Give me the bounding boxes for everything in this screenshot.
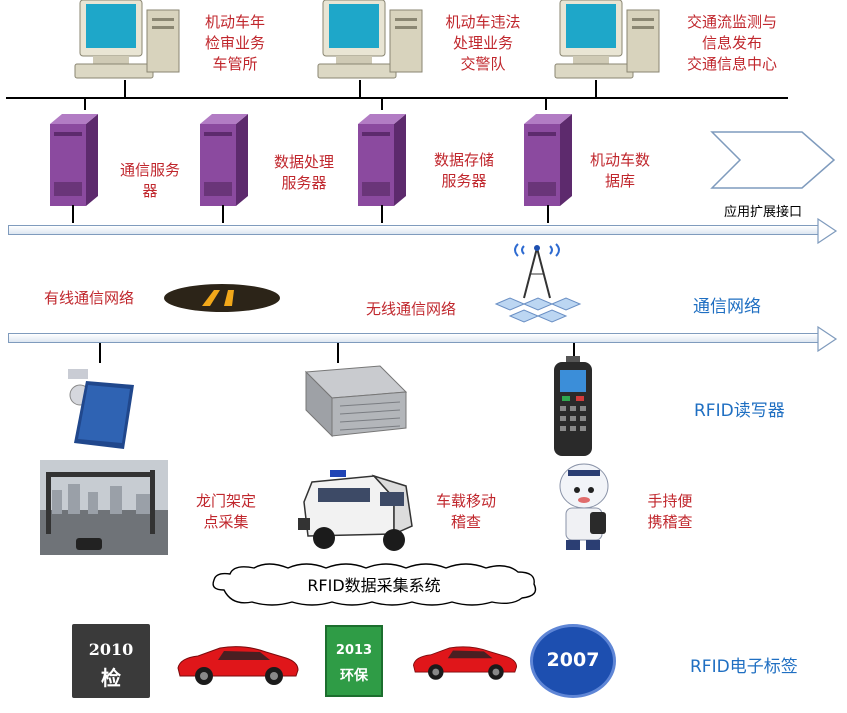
server-label: 数据存储 服务器 (433, 151, 494, 190)
red-car-icon (177, 646, 299, 685)
wired-network-label: 有线通信网络 (44, 289, 135, 307)
server-icon (200, 114, 248, 206)
wireless-network-label: 无线通信网络 (366, 300, 457, 318)
extension-interface-label: 应用扩展接口 (724, 205, 803, 220)
insurance-tag: 2007 (530, 624, 616, 698)
server-label: 通信服务 器 (119, 161, 180, 200)
rfid-tag-layer-label: RFID电子标签 (690, 657, 798, 677)
client-label: 交通流监测与 信息发布 交通信息中心 (686, 13, 777, 73)
tag-year: 2010 (88, 640, 134, 659)
server-bus-connectors (72, 205, 549, 223)
bus-arrowhead (817, 325, 838, 353)
network-bus (8, 333, 820, 343)
cloud-shape (212, 563, 537, 606)
collection-label: 车载移动 稽查 (435, 492, 496, 531)
bus-arrowhead (817, 217, 838, 245)
handheld-rfid-reader-icon (554, 356, 592, 456)
server-icon (524, 114, 572, 206)
client-label: 机动车违法 处理业务 交警队 (445, 13, 521, 73)
fixed-rfid-reader-icon (68, 369, 134, 449)
server-icon (358, 114, 406, 206)
road-icon (164, 284, 280, 312)
environmental-tag: 2013 环保 (325, 625, 383, 697)
tag-character: 环保 (340, 668, 368, 684)
red-car-icon (412, 646, 517, 680)
wireless-tower-icon (494, 243, 582, 323)
gantry-photo (40, 460, 168, 555)
computer-icon (317, 0, 423, 79)
collection-label: 手持便 携稽查 (647, 492, 693, 531)
client-label: 机动车年 检审业务 车管所 (204, 13, 265, 73)
tag-year: 2007 (546, 649, 600, 671)
server-icon (50, 114, 98, 206)
tag-character: 检 (101, 666, 121, 690)
tag-year: 2013 (335, 643, 373, 658)
police-officer-cartoon-icon (559, 463, 609, 550)
collection-system-label: RFID数据采集系统 (307, 576, 441, 595)
computer-icon (74, 0, 180, 79)
server-label: 机动车数 据库 (589, 151, 650, 190)
client-bus (6, 80, 788, 110)
extension-arrow-icon (710, 131, 836, 189)
inspection-tag: 2010 检 (72, 624, 150, 698)
application-bus (8, 225, 820, 235)
vehicle-rfid-reader-icon (304, 365, 408, 438)
network-layer-label: 通信网络 (693, 297, 761, 317)
rfid-reader-layer-label: RFID读写器 (694, 401, 785, 421)
server-label: 数据处理 服务器 (273, 153, 334, 192)
reader-connectors (99, 343, 575, 363)
police-vehicle-icon (298, 470, 413, 551)
collection-label: 龙门架定 点采集 (195, 492, 256, 531)
computer-icon (554, 0, 660, 79)
